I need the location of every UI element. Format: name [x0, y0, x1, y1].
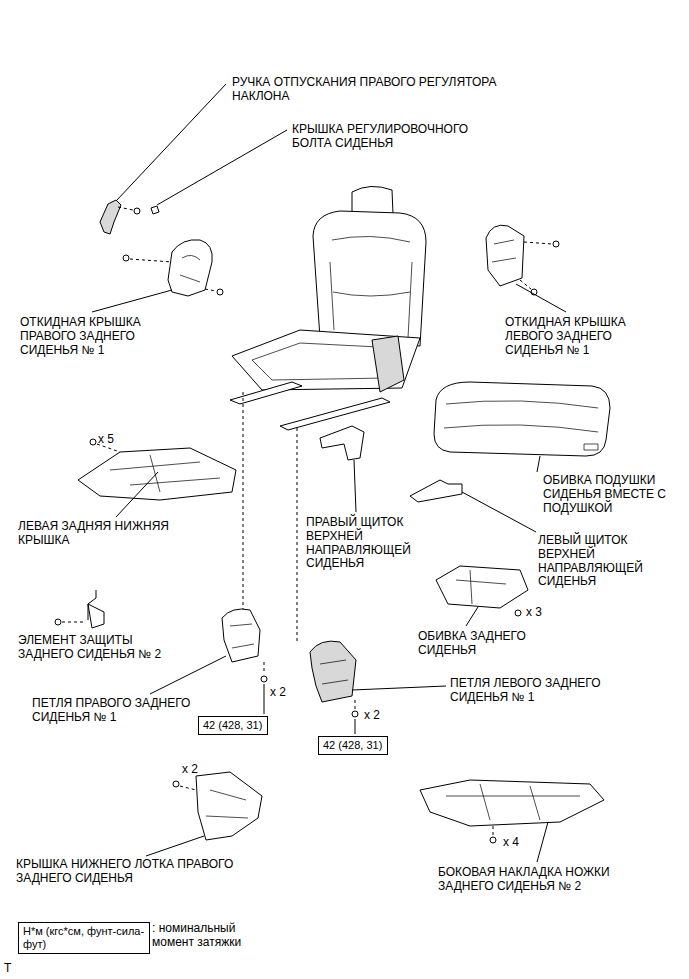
- screw: [490, 837, 496, 843]
- node-text: Н*м (кгс*см, фунт-сила-фут): [23, 925, 145, 950]
- leader-line: [92, 290, 172, 312]
- leader-line: [462, 492, 536, 532]
- cover-detail: [206, 790, 248, 818]
- dash-line: [180, 786, 196, 790]
- part-label: БОКОВАЯ НАКЛАДКА НОЖКИ ЗАДНЕГО СИДЕНЬЯ №…: [438, 866, 643, 894]
- part-label: РУЧКА ОТПУСКАНИЯ ПРАВОГО РЕГУЛЯТОРА НАКЛ…: [232, 76, 542, 104]
- recline-cover: [168, 240, 212, 296]
- rear-trim: [436, 566, 528, 608]
- leader-line: [150, 656, 226, 694]
- dash-line: [524, 242, 552, 244]
- cover-detail: [110, 455, 220, 492]
- detail: [180, 255, 200, 282]
- torque-box: 42 (428, 31): [198, 716, 268, 735]
- seat-rail: [280, 398, 390, 430]
- torque-box: 42 (428, 31): [318, 736, 388, 755]
- seat-cushion: [434, 382, 610, 456]
- leader-line: [466, 607, 478, 626]
- dash-line: [355, 700, 356, 710]
- screw: [173, 781, 179, 787]
- node-text: 42 (428, 31): [323, 739, 382, 752]
- screw: [55, 619, 61, 625]
- leader-line: [352, 686, 446, 690]
- legend-box: Н*м (кгс*см, фунт-сила-фут): [18, 922, 150, 954]
- dash-line: [264, 662, 265, 674]
- rail-shield: [410, 480, 462, 502]
- dash-line: [205, 289, 216, 291]
- node-text: 42 (428, 31): [203, 719, 262, 732]
- headrest: [352, 186, 393, 214]
- dash-line: [493, 826, 494, 836]
- lower-cover: [78, 448, 236, 500]
- leader-line: [116, 472, 158, 517]
- trim-detail: [456, 570, 506, 604]
- seat-hinge: [222, 609, 260, 662]
- part-label: КРЫШКА НИЖНЕГО ЛОТКА ПРАВОГО ЗАДНЕГО СИД…: [16, 858, 266, 886]
- part-label: x 2: [364, 709, 380, 723]
- dash-line: [118, 207, 133, 210]
- leader-line: [264, 684, 265, 714]
- part-label: ОТКИДНАЯ КРЫШКА ЛЕВОГО ЗАДНЕГО СИДЕНЬЯ №…: [505, 316, 650, 357]
- protection-element: [88, 590, 104, 628]
- trim-detail: [446, 784, 580, 820]
- screw: [134, 208, 140, 214]
- part-label: T: [4, 962, 11, 976]
- leader-line: [146, 836, 204, 856]
- part-label: x 4: [503, 836, 519, 850]
- release-handle: [100, 200, 121, 234]
- bolt: [261, 676, 267, 682]
- screw: [123, 255, 129, 261]
- part-label: x 2: [182, 763, 198, 777]
- recliner: [372, 336, 404, 392]
- seat-hinge: [310, 641, 356, 702]
- leader-line: [537, 822, 548, 862]
- recline-cover: [486, 225, 524, 286]
- seat-seam: [330, 236, 412, 338]
- part-label: ОБИВКА ЗАДНЕГО СИДЕНЬЯ: [418, 630, 553, 658]
- bolt-cover: [151, 206, 159, 214]
- leader-line: [355, 719, 356, 734]
- part-label: : номинальный момент затяжки: [152, 922, 252, 950]
- dash-line: [130, 259, 172, 262]
- hinge-detail: [320, 660, 348, 684]
- seat-rail: [230, 382, 302, 404]
- part-label: ЭЛЕМЕНТ ЗАЩИТЫ ЗАДНЕГО СИДЕНЬЯ № 2: [18, 634, 183, 662]
- side-trim: [420, 780, 604, 826]
- leader-line: [537, 456, 540, 472]
- part-label: ПЕТЛЯ ЛЕВОГО ЗАДНЕГО СИДЕНЬЯ № 1: [450, 677, 635, 705]
- seat-back: [313, 211, 426, 346]
- cushion-seam: [444, 401, 598, 432]
- part-label: ОТКИДНАЯ КРЫШКА ПРАВОГО ЗАДНЕГО СИДЕНЬЯ …: [20, 316, 165, 357]
- detail: [492, 240, 516, 262]
- part-label: ЛЕВАЯ ЗАДНЯЯ НИЖНЯЯ КРЫШКА: [18, 520, 198, 548]
- tray-cover: [196, 772, 262, 840]
- part-label: x 5: [98, 433, 114, 447]
- part-label: x 2: [270, 686, 286, 700]
- leader-line: [157, 130, 287, 205]
- part-label: КРЫШКА РЕГУЛИРОВОЧНОГО БОЛТА СИДЕНЬЯ: [292, 123, 492, 151]
- screw: [553, 241, 559, 247]
- part-label: ЛЕВЫЙ ЩИТОК ВЕРХНЕЙ НАПРАВЛЯЮЩЕЙ СИДЕНЬЯ: [538, 534, 650, 589]
- hinge-detail: [230, 624, 254, 648]
- detail: [584, 444, 598, 450]
- screw: [90, 439, 96, 445]
- part-label: ПЕТЛЯ ПРАВОГО ЗАДНЕГО СИДЕНЬЯ № 1: [32, 697, 197, 725]
- dash-line: [297, 428, 298, 642]
- part-label: ПРАВЫЙ ЩИТОК ВЕРХНЕЙ НАПРАВЛЯЮЩЕЙ СИДЕНЬ…: [306, 516, 418, 571]
- dash-line: [62, 622, 86, 623]
- rail-shield: [320, 426, 364, 460]
- part-label: x 3: [526, 606, 542, 620]
- leader-line: [354, 460, 356, 512]
- dash-line: [243, 392, 244, 610]
- screw: [217, 289, 223, 295]
- leader-line: [117, 84, 226, 200]
- screw: [515, 610, 521, 616]
- part-label: ОБИВКА ПОДУШКИ СИДЕНЬЯ ВМЕСТЕ С ПОДУШКОЙ: [543, 474, 667, 515]
- bolt: [352, 711, 358, 717]
- leader-line: [516, 284, 566, 312]
